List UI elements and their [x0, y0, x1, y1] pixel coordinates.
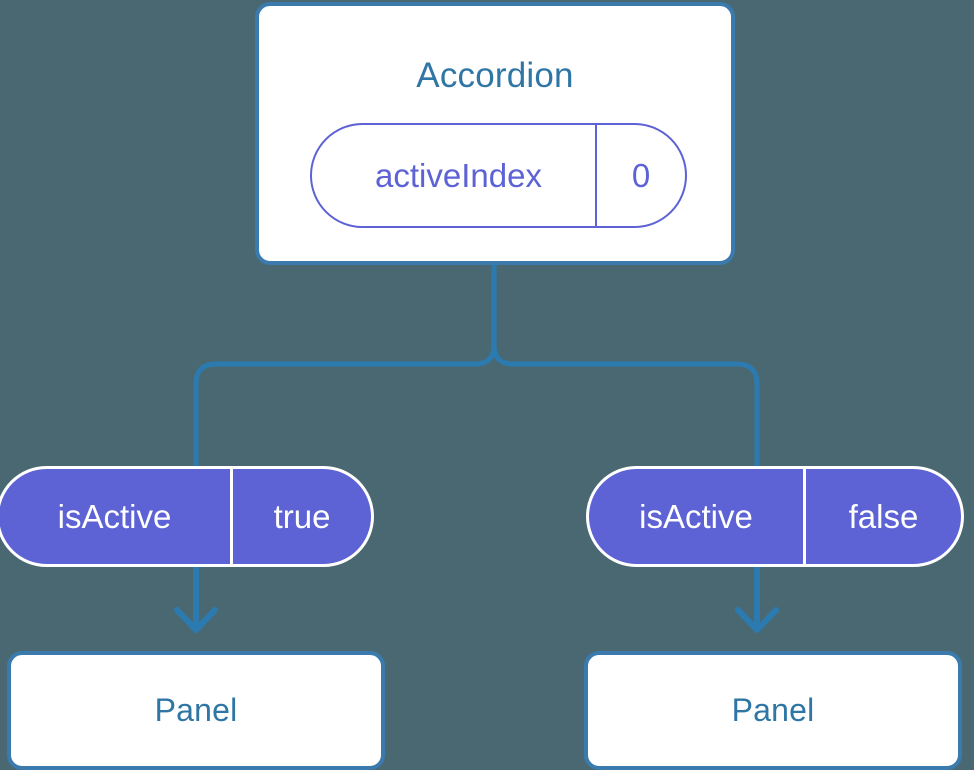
prop-pill-is-active-false-value: false	[803, 469, 961, 564]
prop-pill-active-index-value: 0	[595, 125, 685, 226]
prop-pill-is-active-false-key: isActive	[639, 497, 753, 535]
prop-pill-is-active-true-value: true	[230, 469, 371, 564]
node-accordion-title: Accordion	[416, 56, 574, 95]
prop-pill-is-active-true-key: isActive	[57, 497, 172, 535]
node-panel-right[interactable]: Panel	[584, 651, 962, 770]
prop-pill-active-index[interactable]: activeIndex 0	[310, 123, 687, 228]
prop-pill-is-active-false[interactable]: isActive false	[586, 466, 964, 567]
node-accordion[interactable]: Accordion activeIndex 0	[255, 2, 735, 265]
prop-pill-active-index-key: activeIndex	[375, 156, 542, 194]
node-panel-right-title: Panel	[731, 692, 815, 728]
prop-pill-is-active-true[interactable]: isActive true	[0, 466, 374, 567]
node-panel-left-title: Panel	[154, 692, 238, 728]
node-panel-left[interactable]: Panel	[7, 651, 385, 770]
